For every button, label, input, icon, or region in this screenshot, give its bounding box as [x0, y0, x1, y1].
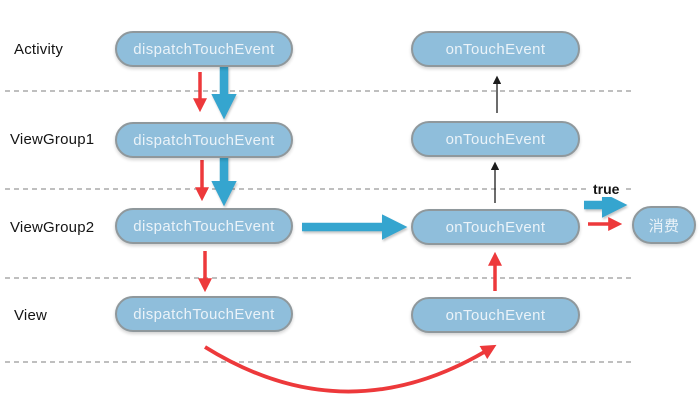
pill-view-on-touch-event: onTouchEvent [411, 297, 580, 333]
layer-label-activity: Activity [14, 41, 64, 58]
pill-consume: 消费 [632, 206, 696, 244]
pill-viewgroup2-dispatch-touch-event: dispatchTouchEvent [115, 208, 293, 244]
pill-viewgroup1-dispatch-touch-event: dispatchTouchEvent [115, 122, 293, 158]
true-result-label: true [590, 181, 623, 197]
layer-label-view: View [14, 307, 48, 324]
layer-label-viewgroup2: ViewGroup2 [10, 219, 95, 236]
red-curve-dispatch-to-ontouch-icon [203, 344, 497, 394]
pill-activity-on-touch-event: onTouchEvent [411, 31, 580, 67]
layer-label-viewgroup1: ViewGroup1 [10, 131, 95, 148]
pill-activity-dispatch-touch-event: dispatchTouchEvent [115, 31, 293, 67]
pill-viewgroup1-on-touch-event: onTouchEvent [411, 121, 580, 157]
pill-viewgroup2-on-touch-event: onTouchEvent [411, 209, 580, 245]
pill-view-dispatch-touch-event: dispatchTouchEvent [115, 296, 293, 332]
